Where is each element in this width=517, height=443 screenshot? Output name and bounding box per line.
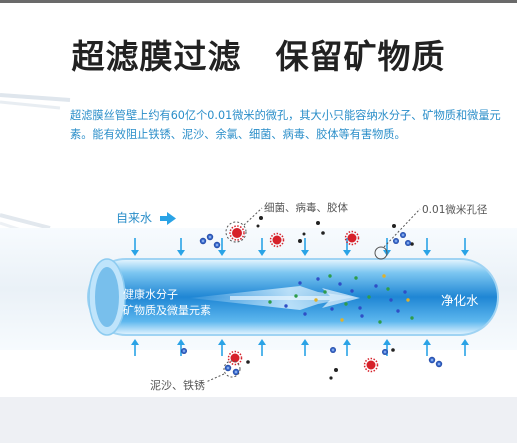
molecule-dot (403, 290, 407, 294)
molecule-dot (323, 290, 327, 294)
particle-blue (400, 232, 406, 238)
flow-arrow (218, 238, 226, 256)
bacteria-particle (227, 350, 243, 366)
bacteria-particle (229, 225, 245, 241)
flow-arrow (301, 339, 309, 356)
molecule-dot (396, 309, 400, 313)
sediment-callout (205, 360, 241, 383)
molecule-dot (406, 298, 410, 302)
purified-water-label: 净化水 (441, 293, 479, 308)
particle-blue (224, 364, 232, 372)
molecule-dot (386, 287, 390, 291)
pore-callout (374, 208, 421, 260)
molecule-dot (340, 318, 344, 322)
minerals-label: 矿物质及微量元素 (123, 304, 211, 317)
inlet-label: 自来水 (116, 211, 153, 225)
flow-arrow (423, 339, 431, 356)
molecule-dot (367, 295, 371, 299)
molecule-dot (303, 312, 307, 316)
colloid-particles (256, 216, 414, 246)
sediment-label: 泥沙、铁锈 (150, 379, 205, 392)
flow-arrow (131, 339, 139, 356)
page-headline: 超滤膜过滤 保留矿物质 (71, 37, 446, 76)
molecule-dot (338, 282, 342, 286)
molecule-dot (350, 289, 354, 293)
molecule-dot (284, 304, 288, 308)
molecule-dot (330, 307, 334, 311)
inlet-arrow (160, 212, 176, 225)
inflow-arrows-top (131, 238, 469, 256)
membrane-tube (87, 258, 499, 336)
molecule-dot (314, 298, 318, 302)
molecule-dot (294, 294, 298, 298)
bottom-strip (0, 397, 517, 443)
molecule-dot (410, 316, 414, 320)
molecule-dot (344, 302, 348, 306)
molecule-dot (316, 277, 320, 281)
flow-arrow (131, 238, 139, 256)
molecule-dot (378, 320, 382, 324)
particle-blue (330, 347, 336, 353)
flow-arrow (177, 339, 185, 356)
pore-label: 0.01微米孔径 (422, 204, 488, 216)
particle-blue (206, 233, 214, 241)
molecule-dot (268, 300, 272, 304)
flow-arrow (301, 238, 309, 256)
description-paragraph: 超滤膜丝管壁上约有60亿个0.01微米的微孔，其大小只能容纳水分子、矿物质和微量… (70, 109, 501, 141)
particle-blue (405, 240, 411, 246)
bacteria-callout (225, 207, 263, 243)
particle-blue (232, 368, 240, 376)
molecule-dot (354, 276, 358, 280)
colloid-particles (246, 348, 395, 380)
particle-blue (428, 356, 436, 364)
particle-blue (435, 360, 443, 368)
molecule-dot (389, 298, 393, 302)
top-border-bar (0, 0, 517, 3)
flow-arrow (343, 238, 351, 256)
flow-arrow (258, 339, 266, 356)
flow-arrow (343, 339, 351, 356)
particle-blue (199, 237, 207, 245)
contaminant-particles-top (199, 216, 414, 249)
molecule-dot (328, 274, 332, 278)
healthy-water-label: 健康水分子 (123, 288, 178, 301)
molecule-dot (374, 284, 378, 288)
flow-arrow (218, 339, 226, 356)
molecule-dot (298, 281, 302, 285)
particle-blue (382, 349, 388, 355)
particle-blue (213, 241, 221, 249)
molecule-dot (382, 274, 386, 278)
molecule-dot (360, 314, 364, 318)
molecule-dot (358, 306, 362, 310)
flow-arrow (177, 238, 185, 256)
particle-blue (181, 348, 187, 354)
bacteria-particle (363, 357, 379, 373)
bacteria-particle (344, 230, 360, 246)
flow-arrow (461, 339, 469, 356)
flow-arrow (423, 238, 431, 256)
healthy-molecules (268, 274, 414, 324)
flow-arrow (461, 238, 469, 256)
bacteria-particle (269, 232, 285, 248)
flow-arrow (258, 238, 266, 256)
contaminant-particles-bottom (181, 347, 443, 380)
particle-blue (393, 238, 399, 244)
bacteria-label: 细菌、病毒、胶体 (264, 202, 348, 214)
